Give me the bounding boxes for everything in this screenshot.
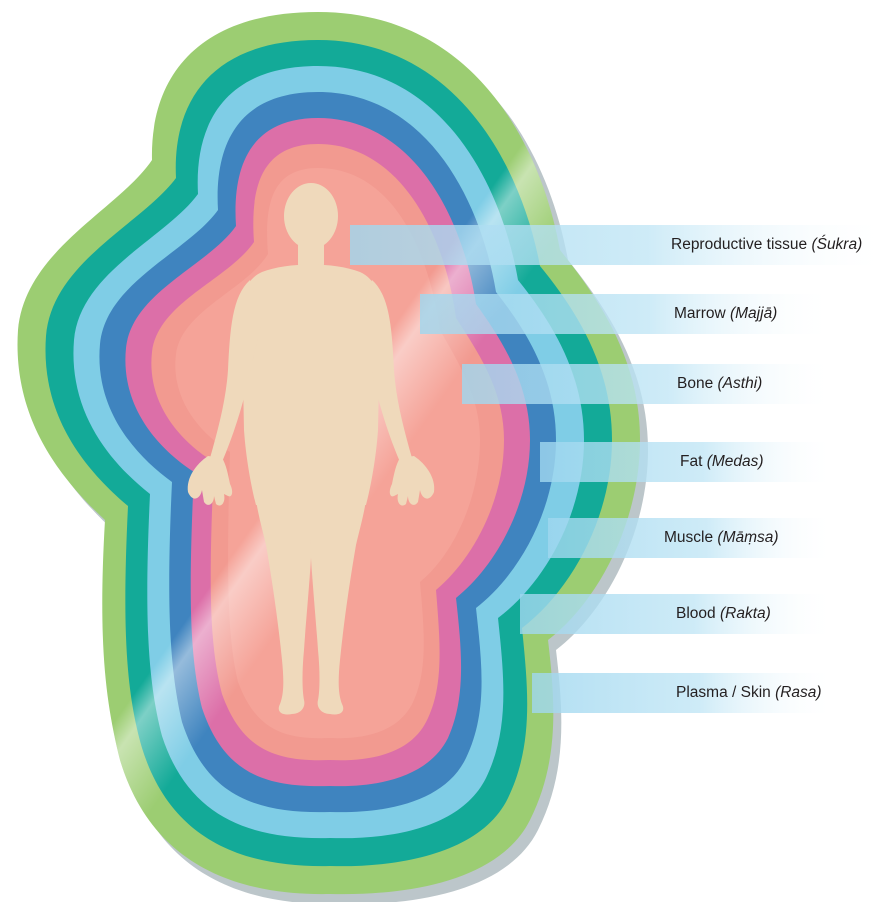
silhouette-head — [284, 183, 338, 249]
label-name: Blood — [676, 605, 716, 623]
label-term: (Śukra) — [811, 236, 862, 254]
label-name: Reproductive tissue — [671, 236, 807, 254]
silhouette-torso — [242, 265, 381, 506]
label-name: Marrow — [674, 305, 726, 323]
label-reproductive-tissue: Reproductive tissue (Śukra) — [671, 225, 862, 265]
label-name: Fat — [680, 453, 702, 471]
label-term: (Rasa) — [775, 684, 822, 702]
label-bone: Bone (Asthi) — [677, 364, 762, 404]
label-plasma-skin: Plasma / Skin (Rasa) — [676, 673, 822, 713]
label-muscle: Muscle (Māṃsa) — [664, 518, 779, 558]
label-term: (Rakta) — [720, 605, 771, 623]
label-name: Muscle — [664, 529, 713, 547]
label-term: (Asthi) — [718, 375, 763, 393]
label-term: (Māṃsa) — [717, 529, 778, 547]
label-term: (Medas) — [707, 453, 764, 471]
callout-bar — [462, 364, 836, 404]
label-term: (Majjā) — [730, 305, 777, 323]
label-name: Plasma / Skin — [676, 684, 771, 702]
label-blood: Blood (Rakta) — [676, 594, 771, 634]
label-fat: Fat (Medas) — [680, 442, 764, 482]
label-name: Bone — [677, 375, 713, 393]
label-marrow: Marrow (Majjā) — [674, 294, 777, 334]
